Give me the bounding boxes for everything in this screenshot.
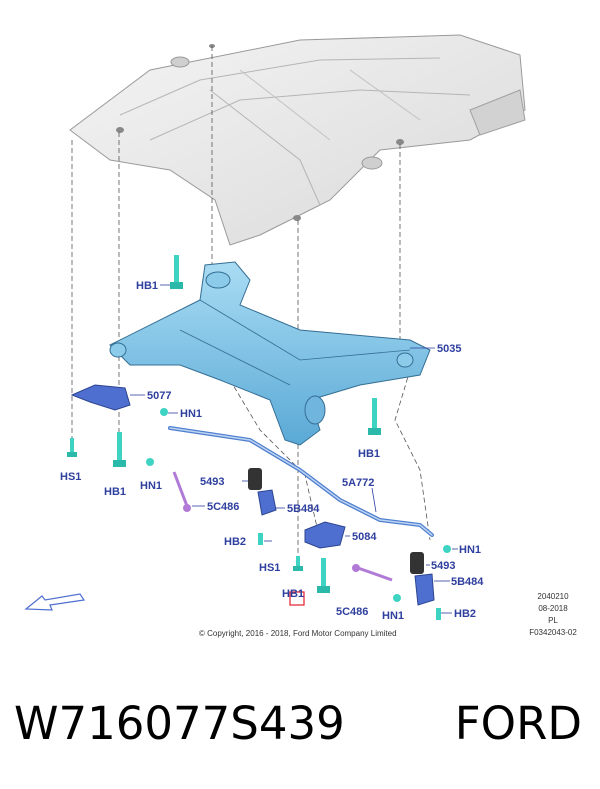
bolt-hb1-left xyxy=(117,432,122,462)
bracket-5b484-right xyxy=(414,573,435,606)
label-5c486-b: 5C486 xyxy=(336,606,368,618)
direction-arrow-icon xyxy=(24,593,86,611)
label-5493-b: 5493 xyxy=(431,560,455,572)
subframe-5035 xyxy=(109,261,431,446)
label-5b484-b: 5B484 xyxy=(451,576,484,588)
bracket-5084 xyxy=(304,521,346,549)
label-5b484-a: 5B484 xyxy=(287,503,320,515)
bolt-hs1-mid xyxy=(296,556,300,569)
label-hb1-left: HB1 xyxy=(104,486,126,498)
brand-name: FORD xyxy=(454,696,582,750)
bolt-hb1-right xyxy=(372,398,377,428)
stabilizer-link-5c486-right xyxy=(352,564,393,582)
label-hn1-b: HN1 xyxy=(140,480,162,492)
fasteners xyxy=(67,255,451,620)
nut-hn1-a xyxy=(160,408,168,416)
label-5493-a: 5493 xyxy=(200,476,224,488)
label-hb2-b: HB2 xyxy=(454,608,476,620)
vehicle-underbody xyxy=(69,34,526,246)
bolt-hb1-top xyxy=(174,255,179,285)
label-hb2-a: HB2 xyxy=(224,536,246,548)
parts-diagram: HB1 5035 5077 HN1 HS1 HB1 HN1 HB1 5493 5… xyxy=(24,34,577,638)
bracket-5b484-left xyxy=(257,489,277,516)
label-5035: 5035 xyxy=(437,343,461,355)
bolt-hb1-bottom xyxy=(321,558,326,588)
label-hb1-bottom: HB1 xyxy=(282,588,304,600)
bushing-5493-left xyxy=(248,468,262,490)
document-meta: 2040210 08-2018 PL F0342043-02 xyxy=(529,592,577,637)
bolt-hb2-b xyxy=(436,608,441,620)
label-hb1-top: HB1 xyxy=(136,280,158,292)
meta-line-1: 2040210 xyxy=(537,592,569,601)
meta-line-4: F0342043-02 xyxy=(529,628,577,637)
part-number: W716077S439 xyxy=(14,696,345,750)
part-labels: HB1 5035 5077 HN1 HS1 HB1 HN1 HB1 5493 5… xyxy=(60,280,484,622)
stabilizer-link-5c486-left xyxy=(172,471,191,512)
copyright-notice: © Copyright, 2016 - 2018, Ford Motor Com… xyxy=(199,629,397,638)
label-hs1-left: HS1 xyxy=(60,471,81,483)
label-hn1-a: HN1 xyxy=(180,408,202,420)
leader-lines xyxy=(130,284,458,614)
label-hb1-mid: HB1 xyxy=(358,448,380,460)
bracket-5077 xyxy=(70,384,131,411)
label-hn1-d: HN1 xyxy=(382,610,404,622)
nut-hn1-b xyxy=(146,458,154,466)
meta-line-2: 08-2018 xyxy=(538,604,568,613)
label-5a772: 5A772 xyxy=(342,477,374,489)
bolt-hs1-left xyxy=(70,438,74,453)
label-hs1-mid: HS1 xyxy=(259,562,280,574)
nut-hn1-d xyxy=(393,594,401,602)
bolt-hb2-a xyxy=(258,533,263,545)
meta-line-3: PL xyxy=(548,616,558,625)
label-5c486-a: 5C486 xyxy=(207,501,239,513)
label-hn1-c: HN1 xyxy=(459,544,481,556)
part-caption: W716077S439 FORD xyxy=(0,688,600,758)
highlight-box xyxy=(289,591,305,606)
label-5084: 5084 xyxy=(352,531,377,543)
bushing-5493-right xyxy=(410,552,424,574)
label-5077: 5077 xyxy=(147,390,171,402)
nut-hn1-c xyxy=(443,545,451,553)
